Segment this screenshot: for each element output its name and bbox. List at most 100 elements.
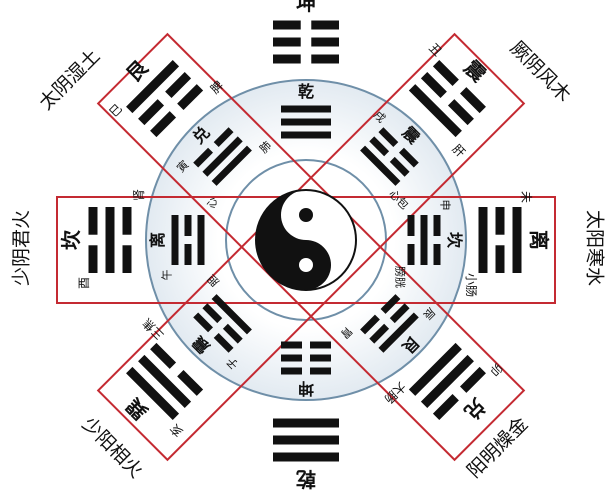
outer-bottom-right-trigram-line-1-broken	[432, 393, 459, 420]
outer-top-trigram-name: 坤	[296, 0, 316, 15]
inner-bottom-left-trigram-line-3-solid	[211, 294, 252, 335]
outer-right-trigram-organ: 小肠	[464, 273, 478, 297]
inner-bottom-right-trigram-line-2-broken	[389, 303, 410, 324]
outer-top-right-trigram-branch: 丑	[426, 41, 444, 59]
inner-bottom-trigram-line-3-broken	[310, 341, 331, 349]
inner-left-trigram-line-2-broken	[184, 215, 192, 236]
outer-bottom-right-trigram-line-1-broken	[459, 366, 486, 393]
outer-bottom-right-trigram-organ: 大肠	[382, 379, 409, 406]
outer-left-trigram-line-1-broken	[88, 245, 98, 273]
inner-bottom-left-trigram-line-1-broken	[193, 312, 214, 333]
outer-left-trigram: 坎酉 肾	[59, 189, 146, 289]
outer-bottom-right-trigram-branch: 卯	[487, 360, 505, 378]
outer-left-trigram-branch: 酉	[77, 277, 91, 289]
outer-bottom-right-trigram-line-2-solid	[420, 354, 474, 408]
outer-left-trigram-name: 坎	[59, 229, 83, 250]
outer-bottom-trigram-line-3-solid	[273, 418, 339, 428]
outer-bottom-left-trigram-line-3-broken	[177, 369, 204, 396]
inner-top-left-trigram-line-1-broken	[193, 147, 214, 168]
inner-bottom-trigram-line-1-broken	[310, 367, 331, 375]
outer-bottom-trigram-name: 乾	[296, 467, 316, 491]
outer-bottom-left-trigram-line-3-broken	[150, 342, 177, 369]
outer-right-trigram: 离 未小肠	[464, 191, 551, 297]
inner-bottom-trigram-line-2-broken	[281, 354, 302, 362]
outer-top-trigram-line-1-broken	[311, 20, 339, 30]
outer-top-trigram: 坤	[273, 0, 339, 64]
inner-right-trigram-name: 坎	[445, 232, 464, 248]
outer-right-trigram-branch: 未	[519, 191, 533, 203]
outer-bottom-left-trigram-line-2-solid	[138, 354, 192, 408]
inner-top-right-trigram-line-2-broken	[369, 136, 390, 157]
inner-top-trigram-name: 乾	[298, 82, 314, 101]
outer-top-right-trigram-line-3-solid	[408, 84, 462, 138]
inner-top-right-trigram-line-1-broken	[378, 127, 399, 148]
outer-left-trigram-line-3-broken	[122, 207, 132, 235]
inner-left-trigram-branch: 午	[161, 270, 174, 281]
inner-bottom-trigram: 坤	[281, 341, 331, 398]
inner-right-trigram-branch: 申	[439, 200, 452, 211]
inner-left-trigram-line-3-solid	[197, 215, 205, 265]
outer-left-trigram-organ: 肾	[132, 189, 146, 201]
inner-top-left-trigram-line-2-solid	[202, 136, 243, 177]
outer-top-left-trigram-name: 艮	[121, 55, 153, 87]
outer-right-trigram-line-2-broken	[495, 207, 505, 235]
inner-top-trigram-line-1-solid	[281, 105, 331, 113]
outer-bottom-right-trigram-name: 兑	[459, 393, 490, 424]
inner-bottom-left-trigram-line-1-broken	[213, 332, 234, 353]
inner-right-trigram-line-3-broken	[407, 215, 415, 236]
inner-bottom-right-trigram-line-2-broken	[369, 323, 390, 344]
outer-top-left-trigram-line-1-solid	[126, 60, 180, 114]
outer-left-trigram-line-3-broken	[122, 245, 132, 273]
outer-top-left-trigram-line-3-broken	[150, 111, 177, 138]
inner-right-trigram-line-1-broken	[433, 244, 441, 265]
inner-right-trigram-line-1-broken	[433, 215, 441, 236]
inner-bottom-right-trigram-line-1-solid	[378, 312, 419, 353]
inner-left-trigram: 离午心	[148, 198, 218, 281]
outer-top-left-trigram-branch: 巳	[107, 101, 125, 119]
outer-left-trigram-line-2-solid	[105, 207, 115, 273]
corner-label-top-left: 太阴湿土	[35, 45, 104, 114]
outer-right-trigram-name: 离	[527, 230, 551, 250]
yin-yang-icon	[255, 189, 357, 291]
outer-bottom-trigram: 乾	[273, 418, 339, 491]
outer-bottom-right-trigram-line-3-solid	[408, 342, 462, 396]
inner-left-trigram-line-1-solid	[171, 215, 179, 265]
outer-top-right-trigram-line-1-broken	[459, 87, 486, 114]
outer-top-trigram-line-2-broken	[311, 37, 339, 47]
outer-top-trigram-line-3-broken	[273, 54, 301, 64]
inner-bottom-trigram-line-2-broken	[310, 354, 331, 362]
outer-top-left-trigram-line-2-broken	[165, 72, 192, 99]
inner-bottom-trigram-name: 坤	[298, 379, 314, 398]
inner-top-trigram-line-3-solid	[281, 131, 331, 139]
inner-top-left-trigram-line-1-broken	[213, 127, 234, 148]
inner-left-trigram-organ: 心	[206, 198, 219, 209]
inner-bottom-right-trigram-line-3-broken	[360, 314, 380, 335]
corner-label-bottom-right: 阳明燥金	[463, 413, 532, 482]
inner-right-trigram-organ: 膀胱	[394, 266, 408, 288]
outer-top-trigram-line-1-broken	[273, 20, 301, 30]
trigram-layer: 坤乾艮巳脾震丑肝坎酉肾离未小肠巽亥三焦兑卯大肠乾坤兑寅肺震戌心包离午心坎申膀胱震…	[59, 0, 551, 491]
outer-bottom-trigram-line-2-solid	[273, 435, 339, 445]
inner-right-trigram-line-3-broken	[407, 244, 415, 265]
corner-label-left: 少阴君火	[11, 210, 33, 286]
inner-right-trigram-line-2-solid	[420, 215, 428, 265]
outer-bottom-left-trigram-organ: 三焦	[140, 316, 167, 343]
outer-bottom-left-trigram-branch: 亥	[167, 421, 185, 439]
outer-top-right-trigram-line-2-broken	[447, 99, 474, 126]
outer-top-left-trigram-line-2-broken	[138, 99, 165, 126]
outer-top-right-trigram-organ: 肝	[450, 142, 468, 160]
outer-left-trigram-line-1-broken	[88, 207, 98, 235]
outer-bottom-trigram-line-1-solid	[273, 452, 339, 462]
inner-bottom-trigram-line-1-broken	[281, 367, 302, 375]
outer-right-trigram-line-3-solid	[478, 207, 488, 273]
outer-right-trigram-line-2-broken	[495, 245, 505, 273]
inner-bottom-trigram-line-3-broken	[281, 341, 302, 349]
inner-right-trigram: 坎 申膀胱	[394, 200, 464, 289]
outer-top-right-trigram-line-2-broken	[420, 72, 447, 99]
corner-label-right: 太阳寒水	[584, 210, 606, 286]
outer-top-trigram-line-3-broken	[311, 54, 339, 64]
inner-top-right-trigram-line-1-broken	[398, 147, 419, 168]
inner-top-trigram-line-2-solid	[281, 118, 331, 126]
